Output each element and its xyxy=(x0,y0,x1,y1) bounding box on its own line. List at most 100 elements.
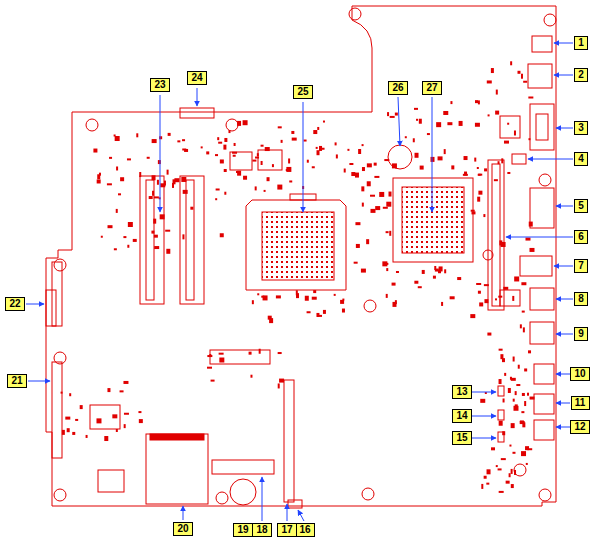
leader-line xyxy=(556,427,570,428)
smd-pad xyxy=(154,196,159,198)
smd-pad xyxy=(384,159,389,161)
callout-number: 12 xyxy=(570,420,590,434)
smd-pad xyxy=(450,101,452,104)
smd-pad xyxy=(521,411,524,413)
leader-line xyxy=(262,477,263,521)
inductor xyxy=(258,150,282,170)
smd-pad xyxy=(123,381,128,384)
smd-pad xyxy=(259,349,261,354)
smd-pad xyxy=(392,283,396,286)
smd-pad xyxy=(250,375,252,378)
smd-pad xyxy=(517,71,520,74)
smd-pad xyxy=(528,138,530,140)
callout-number: 24 xyxy=(187,71,207,85)
smd-pad xyxy=(487,80,492,83)
leader-line xyxy=(556,128,573,129)
smd-pad xyxy=(86,435,88,438)
smd-pad xyxy=(501,458,506,460)
smd-pad xyxy=(136,133,138,137)
smd-pad xyxy=(523,327,525,332)
usb-port xyxy=(530,288,554,310)
small-parts xyxy=(61,61,535,493)
smd-pad xyxy=(509,445,511,447)
smd-pad xyxy=(478,174,482,176)
smd-pad xyxy=(386,231,389,233)
screw-hole xyxy=(349,8,361,20)
smd-pad xyxy=(444,149,446,154)
smd-pad xyxy=(69,393,71,396)
smd-pad xyxy=(107,183,112,185)
smd-pad xyxy=(232,152,237,154)
card-reader xyxy=(146,434,208,504)
smd-pad xyxy=(183,190,188,194)
smd-pad xyxy=(386,202,391,207)
leader-line xyxy=(506,237,573,238)
smd-pad xyxy=(154,246,159,249)
smd-pad xyxy=(278,383,280,388)
screw-hole xyxy=(226,119,238,131)
leader-lines xyxy=(26,43,573,521)
smd-pad xyxy=(387,112,389,116)
callout-number: 4 xyxy=(574,152,588,166)
connector xyxy=(288,500,302,508)
smd-pad xyxy=(418,286,422,288)
smd-pad xyxy=(243,120,248,125)
smd-pad xyxy=(528,97,533,99)
smd-pad xyxy=(529,248,534,252)
smd-pad xyxy=(296,293,299,298)
smd-pad xyxy=(422,270,425,274)
smd-pad xyxy=(499,421,503,426)
smd-pad xyxy=(261,161,263,165)
smd-pad xyxy=(477,197,480,202)
smd-pad xyxy=(249,352,252,355)
smd-pad xyxy=(362,144,364,146)
callout-number: 8 xyxy=(574,292,588,306)
smd-pad xyxy=(139,419,143,423)
smd-pad xyxy=(464,172,467,176)
cpu-pins xyxy=(262,212,334,280)
smd-pad xyxy=(237,121,241,126)
cpu-socket xyxy=(246,200,346,290)
audio-jack xyxy=(534,364,554,384)
callout-number: 15 xyxy=(452,431,472,445)
lan-port xyxy=(528,64,552,88)
fan-connector xyxy=(180,108,214,118)
smd-pad xyxy=(370,209,375,213)
smd-pad xyxy=(515,391,517,395)
leader-line xyxy=(554,75,573,76)
callout-number: 10 xyxy=(570,367,590,381)
smd-pad xyxy=(405,136,407,138)
smd-pad xyxy=(383,207,388,209)
smd-pad xyxy=(313,290,316,293)
smd-pad xyxy=(457,277,461,280)
smd-pad xyxy=(520,324,522,328)
smd-pad xyxy=(451,165,454,169)
smd-pad xyxy=(459,121,463,126)
smd-pad xyxy=(504,373,506,376)
smd-pad xyxy=(152,175,156,180)
smd-pad xyxy=(237,171,241,176)
smd-pad xyxy=(147,157,150,159)
smd-pad xyxy=(476,283,481,285)
screw-hole xyxy=(364,300,376,312)
smd-pad xyxy=(495,298,497,300)
smd-pad xyxy=(312,166,315,168)
smd-pad xyxy=(75,419,78,421)
switch xyxy=(498,386,504,396)
side-connector xyxy=(46,290,56,326)
smd-pad xyxy=(340,300,344,304)
smd-pad xyxy=(374,176,379,178)
inductor xyxy=(230,152,252,170)
usb-port xyxy=(520,256,552,276)
smd-pad xyxy=(65,417,70,420)
smd-pad xyxy=(480,399,485,403)
smd-pad xyxy=(289,180,292,182)
smd-pad xyxy=(72,432,75,435)
smd-pad xyxy=(207,355,212,357)
smd-pad xyxy=(354,262,358,264)
smd-pad xyxy=(127,158,131,160)
smd-pad xyxy=(61,392,63,394)
switch xyxy=(498,410,504,420)
smd-pad xyxy=(153,219,156,224)
smd-pad xyxy=(96,418,101,423)
